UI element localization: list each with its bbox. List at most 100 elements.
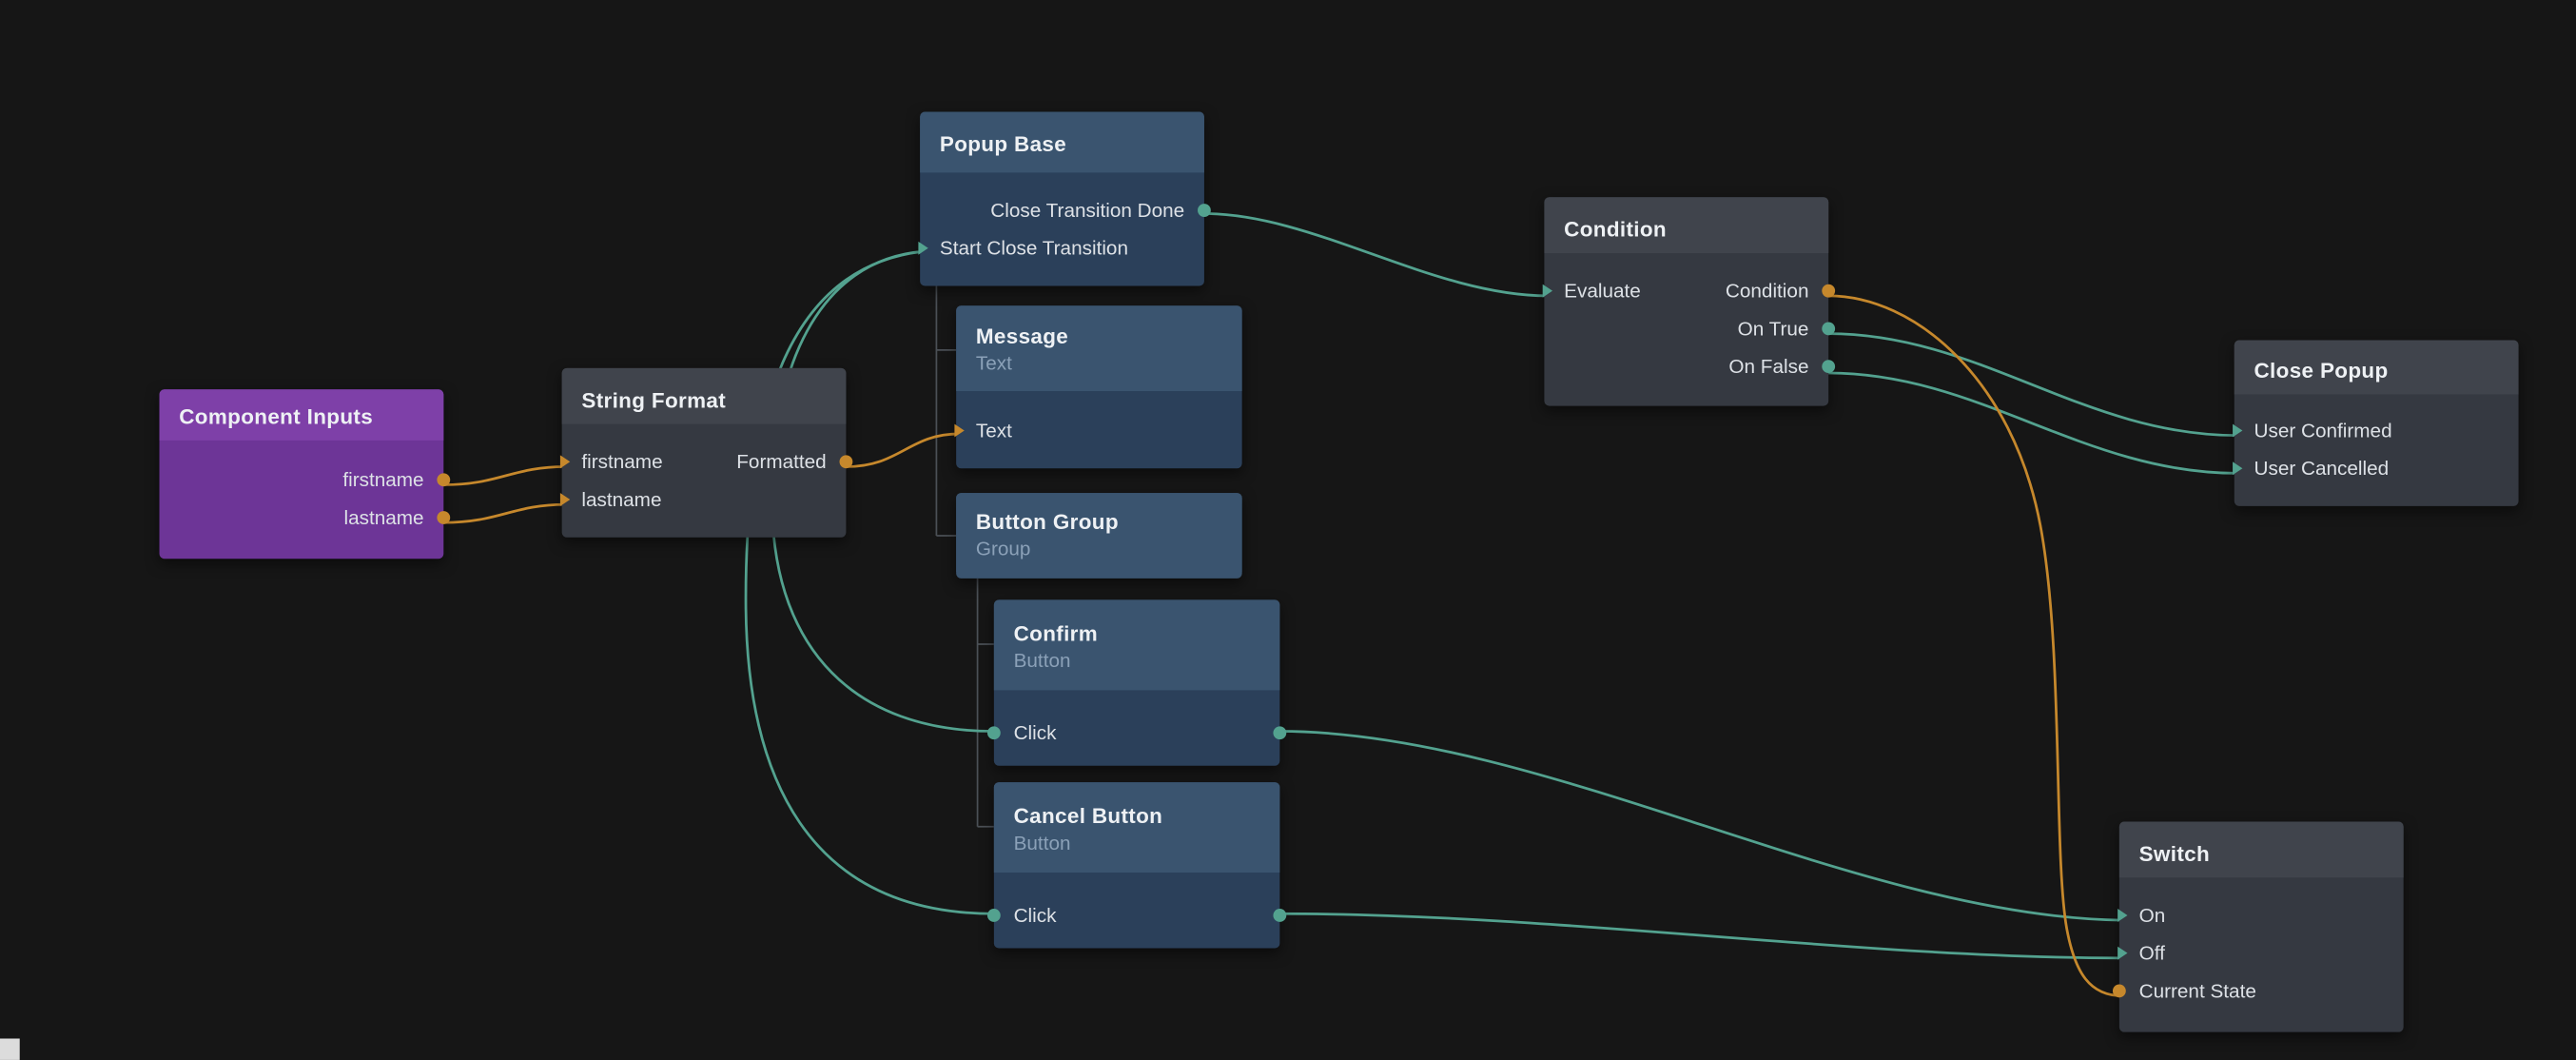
canvas-corner-panel-edge [0,1038,20,1060]
port-label: Evaluate [1564,278,1641,302]
port-dot-click-left[interactable] [986,908,1001,922]
input-arrow-user-cancelled[interactable] [2233,461,2243,475]
node-button-group[interactable]: Button Group Group [956,493,1242,579]
input-arrow-lastname[interactable] [559,492,571,506]
node-header: Component Inputs [159,389,444,441]
node-type-label: Text [975,351,1012,375]
node-type-label: Button [1013,831,1071,855]
node-header: Confirm Button [993,599,1280,691]
input-port-on[interactable]: On [2117,895,2404,933]
input-port-lastname[interactable]: lastname [559,480,847,518]
node-header: Cancel Button Button [993,782,1280,874]
input-arrow-on[interactable] [2117,908,2128,922]
port-label: On [2138,903,2166,927]
output-port-click[interactable]: Click [986,714,1287,752]
output-port-firstname[interactable]: firstname [160,461,451,499]
node-string-format[interactable]: String Format firstname Formatted lastna… [559,367,853,538]
node-condition[interactable]: Condition Evaluate Condition On True On … [1542,197,1836,406]
output-dot-click[interactable] [1273,725,1287,739]
output-dot-close-transition-done[interactable] [1198,203,1211,217]
output-port-click[interactable]: Click [986,895,1287,933]
input-port-user-cancelled[interactable]: User Cancelled [2233,448,2519,486]
output-dot-on-false[interactable] [1822,359,1836,373]
port-label: lastname [581,487,662,511]
wire-cancelclick-switchoff[interactable] [1278,912,2124,960]
input-arrow-firstname[interactable] [559,454,571,468]
output-dot-firstname[interactable] [437,472,451,486]
input-port-start-close-transition[interactable]: Start Close Transition [918,228,1204,266]
port-label: Formatted [736,449,827,473]
port-label: Condition [1725,278,1809,302]
port-label: On False [1728,354,1809,378]
output-dot-formatted[interactable] [839,454,853,468]
node-header: Close Popup [2234,340,2519,395]
node-header: Popup Base [920,111,1204,173]
node-header: Switch [2118,821,2404,878]
node-header: String Format [561,367,847,424]
node-header: Condition [1544,197,1829,253]
wire-closetransitiondone-evaluate[interactable] [1202,212,1550,298]
output-port-lastname[interactable]: lastname [160,498,451,536]
node-header: Button Group Group [956,493,1242,573]
node-cancel-button[interactable]: Cancel Button Button Click [986,782,1287,949]
output-dot-on-true[interactable] [1822,321,1836,335]
input-arrow-user-confirmed[interactable] [2233,422,2243,437]
node-title: Message [975,324,1069,349]
input-port-off[interactable]: Off [2117,933,2404,972]
output-port-on-false[interactable]: On False [1544,346,1836,384]
node-popup-base[interactable]: Popup Base Close Transition Done Start C… [918,111,1211,286]
input-arrow-text[interactable] [954,422,965,437]
port-label: User Confirmed [2254,418,2392,442]
input-arrow-start-close-transition[interactable] [918,241,928,254]
output-dot-condition[interactable] [1822,283,1836,297]
output-port-on-true[interactable]: On True [1544,309,1836,347]
wire-firstname[interactable] [441,465,567,486]
port-label: Current State [2138,978,2256,1002]
node-title: Condition [1564,216,1668,242]
node-title: Confirm [1013,620,1099,646]
wire-lastname[interactable] [441,502,567,524]
node-title: Component Inputs [179,403,374,429]
node-title: Switch [2138,841,2211,867]
input-port-current-state[interactable]: Current State [2112,972,2404,1010]
node-title: String Format [581,387,727,413]
port-label: Click [1013,903,1057,927]
input-port-user-confirmed[interactable]: User Confirmed [2233,411,2519,449]
port-label: lastname [343,505,424,529]
node-component-inputs[interactable]: Component Inputs firstname lastname [159,389,451,559]
port-label: firstname [581,449,663,473]
port-label: Click [1013,720,1057,744]
input-dot-current-state[interactable] [2112,983,2126,997]
port-label: Start Close Transition [939,235,1128,260]
node-switch[interactable]: Switch On Off Current State [2112,821,2404,1032]
port-label: Close Transition Done [990,198,1185,222]
port-dot-click-left[interactable] [986,725,1001,739]
port-row-evaluate-condition[interactable]: Evaluate Condition [1542,271,1836,309]
input-arrow-off[interactable] [2117,945,2128,959]
port-label: User Cancelled [2254,456,2390,480]
wire-ontrue-userconfirmed[interactable] [1826,332,2239,438]
port-row-firstname-formatted[interactable]: firstname Formatted [559,442,853,481]
node-close-popup[interactable]: Close Popup User Confirmed User Cancelle… [2233,340,2519,506]
port-label: Text [975,418,1012,442]
wire-onfalse-usercancelled[interactable] [1826,371,2239,475]
output-port-close-transition-done[interactable]: Close Transition Done [920,190,1211,228]
output-dot-lastname[interactable] [437,510,451,524]
wire-confirmclick-switchon[interactable] [1278,730,2124,922]
node-confirm[interactable]: Confirm Button Click [986,599,1287,766]
wire-condition-currentstate[interactable] [1826,294,2124,997]
port-label: Off [2138,940,2165,964]
output-dot-click[interactable] [1273,908,1287,922]
port-label: On True [1737,316,1809,340]
node-type-label: Button [1013,649,1071,673]
node-message[interactable]: Message Text Text [954,305,1242,469]
node-title: Close Popup [2254,358,2389,383]
input-port-text[interactable]: Text [954,411,1242,449]
node-title: Cancel Button [1013,803,1163,829]
port-label: firstname [342,467,424,491]
node-type-label: Group [975,537,1031,560]
node-title: Button Group [975,509,1119,535]
input-arrow-evaluate[interactable] [1542,283,1553,297]
wire-formatted-messagetext[interactable] [845,432,961,468]
